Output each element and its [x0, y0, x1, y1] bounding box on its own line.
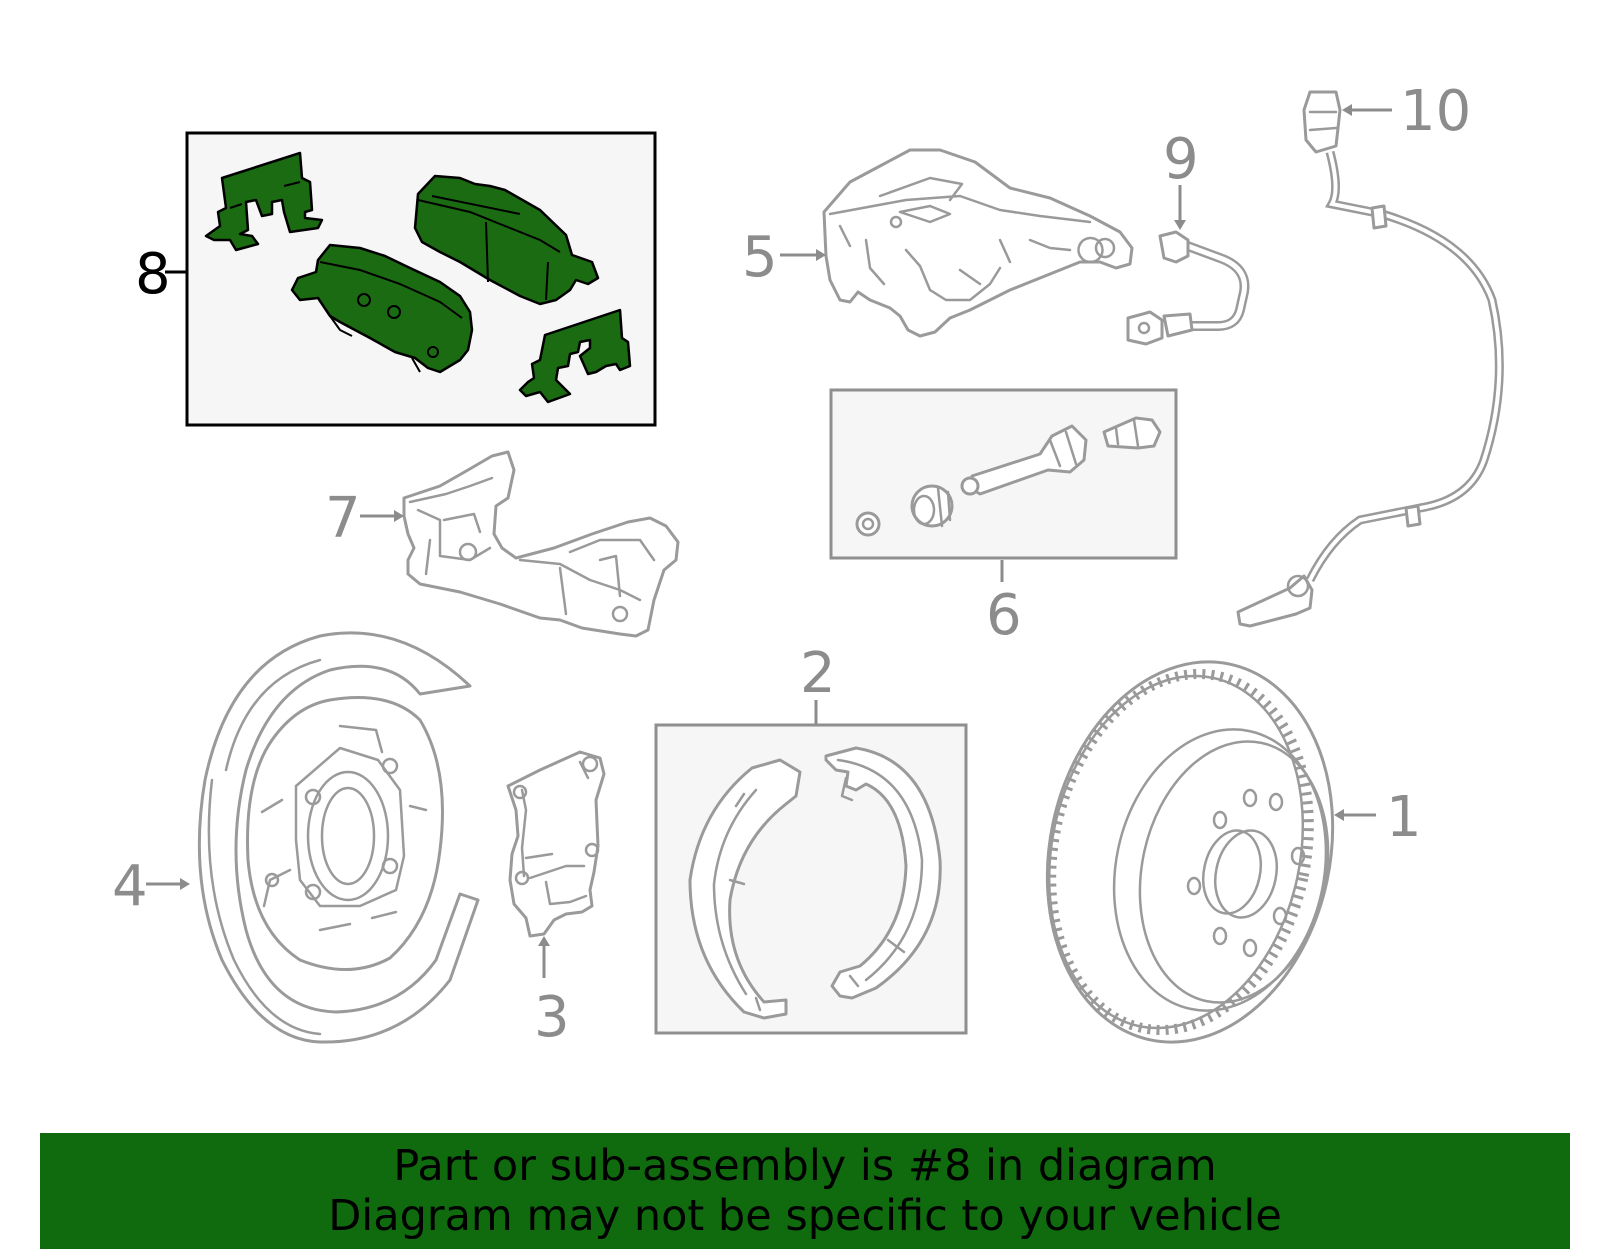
sensor-connector: [1302, 90, 1342, 154]
label-1: 1: [1386, 785, 1422, 850]
part-7-caliper-bracket[interactable]: 7: [325, 450, 680, 638]
shoe-left: [688, 758, 802, 1020]
rotor-hub-hole: [1214, 829, 1278, 919]
banner-line-1: Part or sub-assembly is #8 in diagram: [393, 1141, 1217, 1191]
sensor-tip: [1236, 574, 1314, 628]
shoe-right: [824, 746, 942, 1000]
brake-parts-diagram: 8 5 9 10: [112, 79, 1504, 1069]
banner-line-2: Diagram may not be specific to your vehi…: [328, 1191, 1282, 1241]
caliper-body: [822, 148, 1134, 338]
part-8-brake-pad-kit[interactable]: 8: [135, 131, 657, 427]
part-6-guide-pin-kit[interactable]: 6: [829, 388, 1178, 648]
adjuster-body: [506, 750, 606, 938]
label-2: 2: [800, 641, 836, 706]
bushing: [855, 511, 881, 537]
label-4: 4: [112, 854, 148, 919]
part-1-brake-rotor[interactable]: 1: [1013, 635, 1422, 1069]
rotor-outer: [1045, 660, 1335, 1044]
shield-outer: [197, 631, 480, 1044]
label-5: 5: [742, 225, 778, 290]
brake-pad-front: [290, 243, 474, 374]
part-3-adjuster[interactable]: 3: [506, 750, 606, 1050]
backing-plate-inner: [246, 696, 444, 971]
label-10: 10: [1400, 79, 1471, 144]
info-banner: Part or sub-assembly is #8 in diagram Di…: [40, 1133, 1570, 1249]
part-9-brake-hose[interactable]: 9: [1126, 127, 1250, 346]
pad-clip-right: [518, 308, 632, 404]
rotor-lug-holes: [1186, 788, 1306, 958]
part-10-speed-sensor[interactable]: 10: [1236, 79, 1504, 628]
part-4-backing-plate[interactable]: 4: [112, 631, 480, 1044]
label-7: 7: [325, 486, 361, 551]
label-8: 8: [135, 242, 171, 307]
pad-clip-left: [204, 151, 324, 252]
label-9: 9: [1163, 127, 1199, 192]
part-5-caliper[interactable]: 5: [742, 148, 1134, 338]
bracket-body: [402, 450, 680, 638]
label-3: 3: [534, 985, 570, 1050]
part-2-parking-brake-shoes[interactable]: 2: [654, 641, 968, 1035]
brake-pad-rear: [413, 174, 600, 306]
label-6: 6: [986, 583, 1022, 648]
